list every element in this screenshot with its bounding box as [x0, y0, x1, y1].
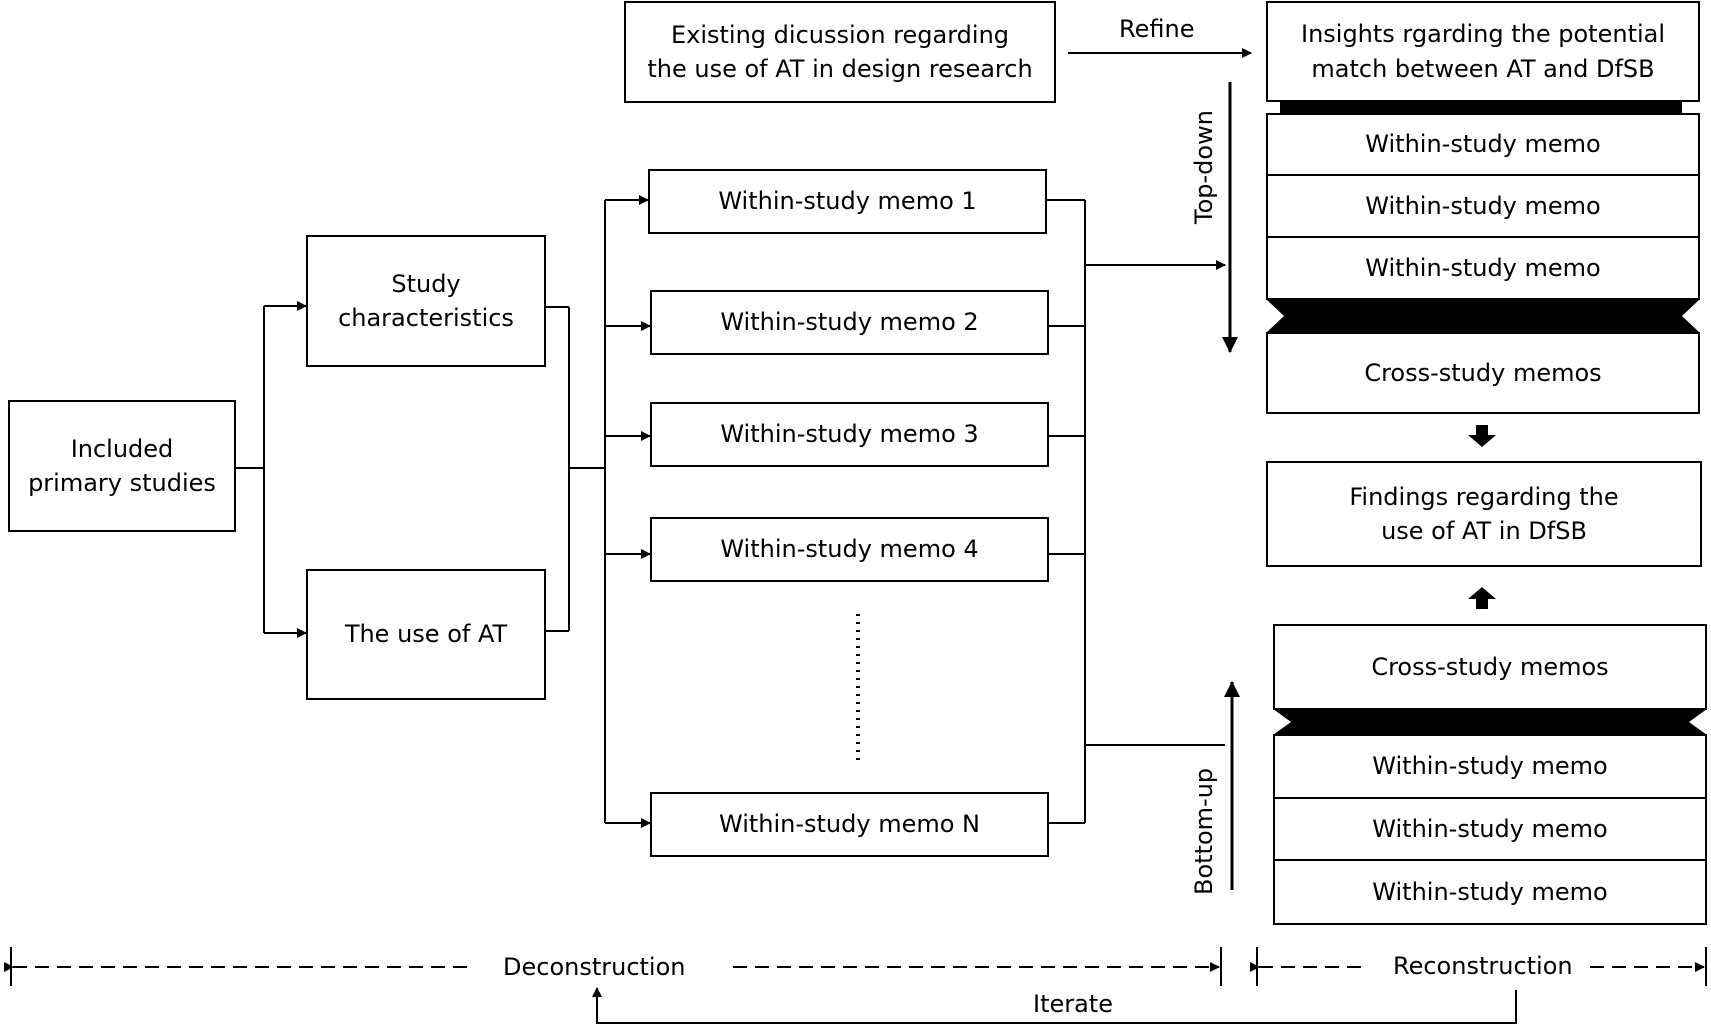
iterate-arrow: [592, 987, 1517, 1024]
top-stack-bowtie: [1266, 299, 1700, 333]
memo-fanout-connector: [545, 195, 651, 828]
within-study-memo-4-box: Within-study memo 4: [650, 517, 1049, 582]
study-characteristics-box: Study characteristics: [306, 235, 546, 367]
memo-collector-connector: [1046, 199, 1226, 824]
bottom-within-study-memo-3: Within-study memo: [1273, 859, 1707, 925]
deconstruction-label: Deconstruction: [503, 953, 686, 981]
down-block-arrow: [1468, 425, 1496, 447]
up-block-arrow: [1468, 587, 1496, 609]
within-study-memo-3-box: Within-study memo 3: [650, 402, 1049, 467]
top-within-study-memo-3: Within-study memo: [1266, 236, 1700, 300]
phase-connector: [4, 947, 1707, 986]
reconstruction-label: Reconstruction: [1393, 952, 1573, 980]
within-study-memo-1-box: Within-study memo 1: [648, 169, 1047, 234]
top-cross-study-memos: Cross-study memos: [1266, 332, 1700, 414]
bottom-stack-bowtie: [1273, 709, 1707, 735]
findings-box: Findings regarding the use of AT in DfSB: [1266, 461, 1702, 567]
included-branch-connector: [235, 301, 307, 638]
bottom-up-label: Bottom-up: [1190, 767, 1218, 895]
bottom-within-study-memo-1: Within-study memo: [1273, 734, 1707, 799]
top-within-study-memo-1: Within-study memo: [1266, 113, 1700, 176]
top-within-study-memo-2: Within-study memo: [1266, 174, 1700, 238]
top-down-label: Top-down: [1190, 110, 1218, 224]
refine-label: Refine: [1119, 15, 1195, 43]
top-stack-bar: [1280, 100, 1682, 113]
within-study-memo-2-box: Within-study memo 2: [650, 290, 1049, 355]
within-study-memo-n-box: Within-study memo N: [650, 792, 1049, 857]
insights-box: Insights rgarding the potential match be…: [1266, 1, 1700, 102]
iterate-label: Iterate: [1033, 990, 1114, 1018]
bottom-within-study-memo-2: Within-study memo: [1273, 797, 1707, 861]
use-of-at-box: The use of AT: [306, 569, 546, 700]
bottom-cross-study-memos: Cross-study memos: [1273, 624, 1707, 710]
existing-discussion-box: Existing dicussion regarding the use of …: [624, 1, 1056, 103]
included-primary-studies-box: Included primary studies: [8, 400, 236, 532]
